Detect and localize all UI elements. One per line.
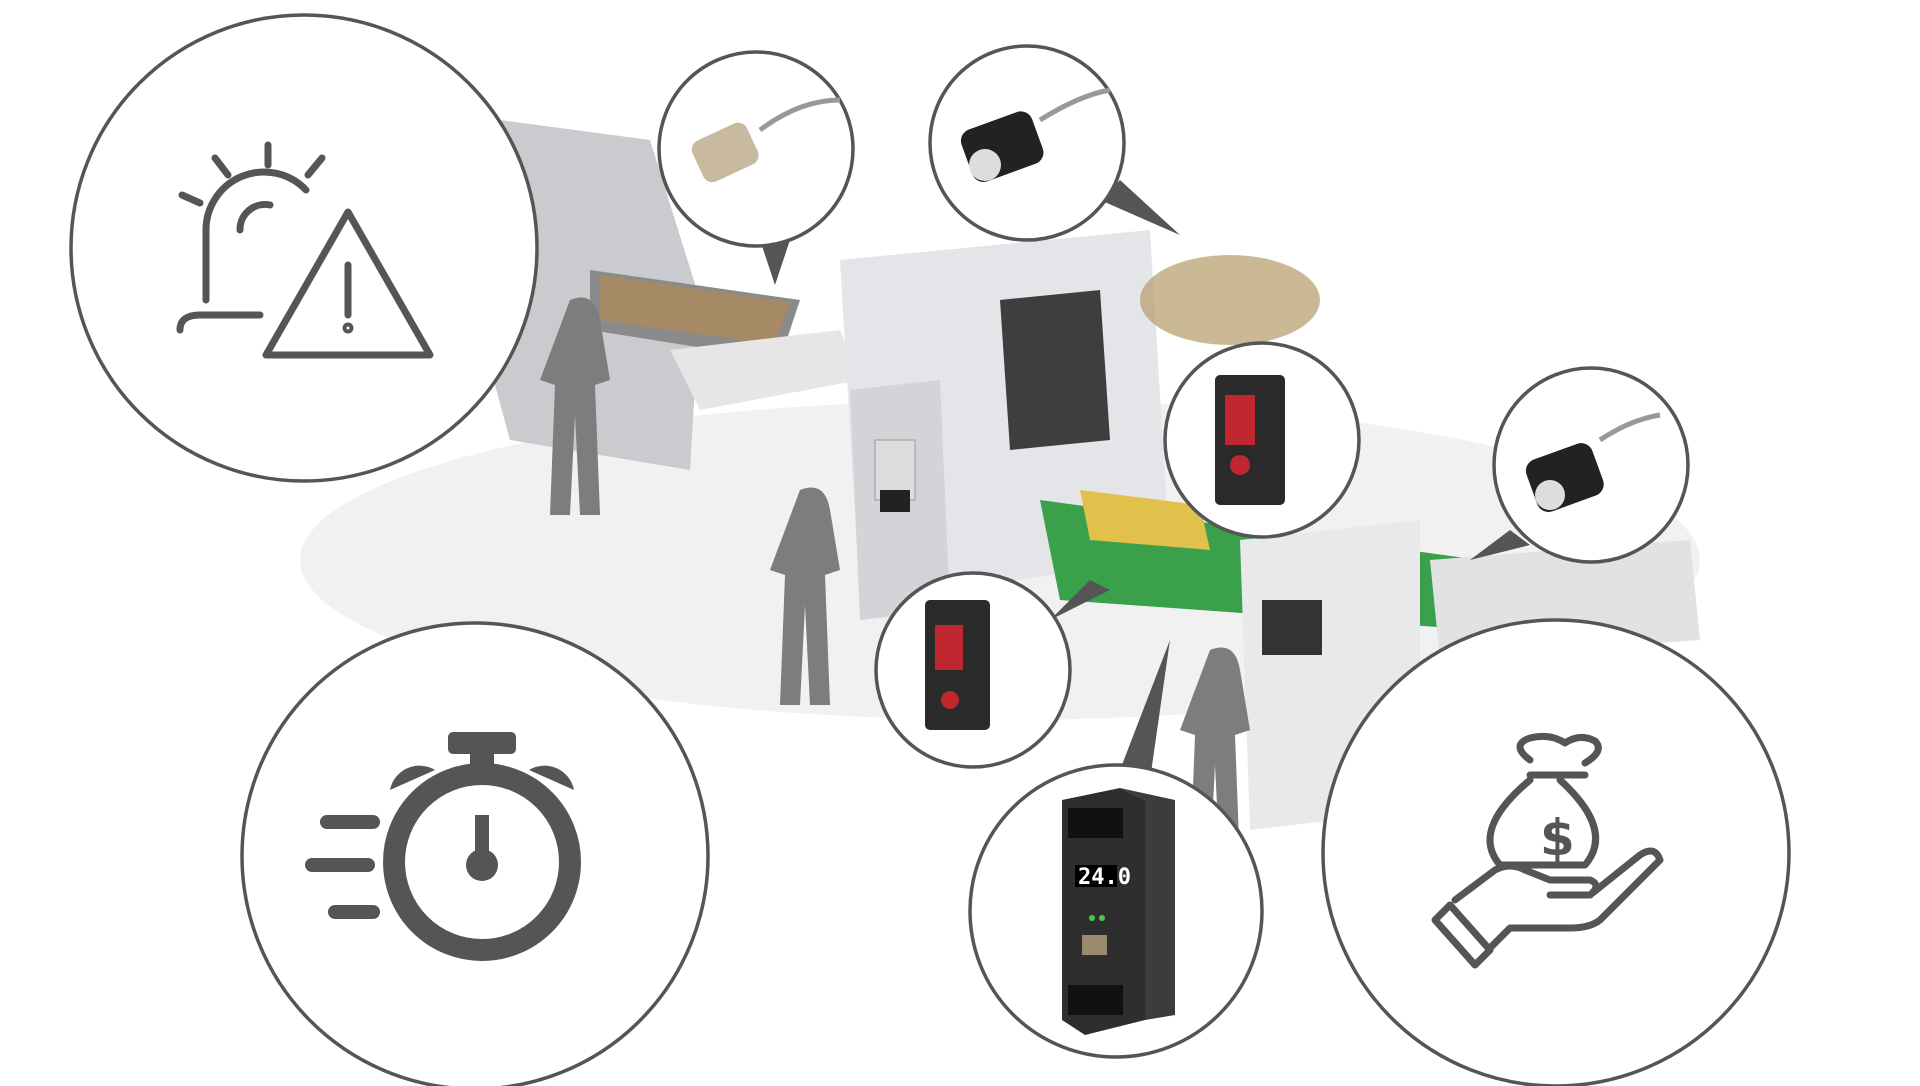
stopwatch-circle	[240, 621, 710, 1086]
alarm-warning-circle	[69, 13, 539, 483]
stopwatch-speed-icon	[305, 732, 581, 961]
photoelectric-sensor-callout-1	[1163, 341, 1390, 539]
cost-savings-circle: $	[1321, 618, 1791, 1086]
money-bag-hand-icon: $	[1431, 732, 1664, 969]
proximity-sensor-callout-1	[657, 50, 855, 285]
alarm-light-warning-icon	[176, 141, 434, 359]
power-supply-display: 24.0	[1078, 865, 1131, 890]
photoelectric-sensor-callout-2	[874, 571, 1110, 769]
svg-text:$: $	[1540, 809, 1575, 867]
proximity-sensor-callout-3	[1470, 366, 1690, 564]
power-supply-callout: 24.0	[968, 640, 1264, 1059]
proximity-sensor-callout-2	[928, 44, 1180, 242]
